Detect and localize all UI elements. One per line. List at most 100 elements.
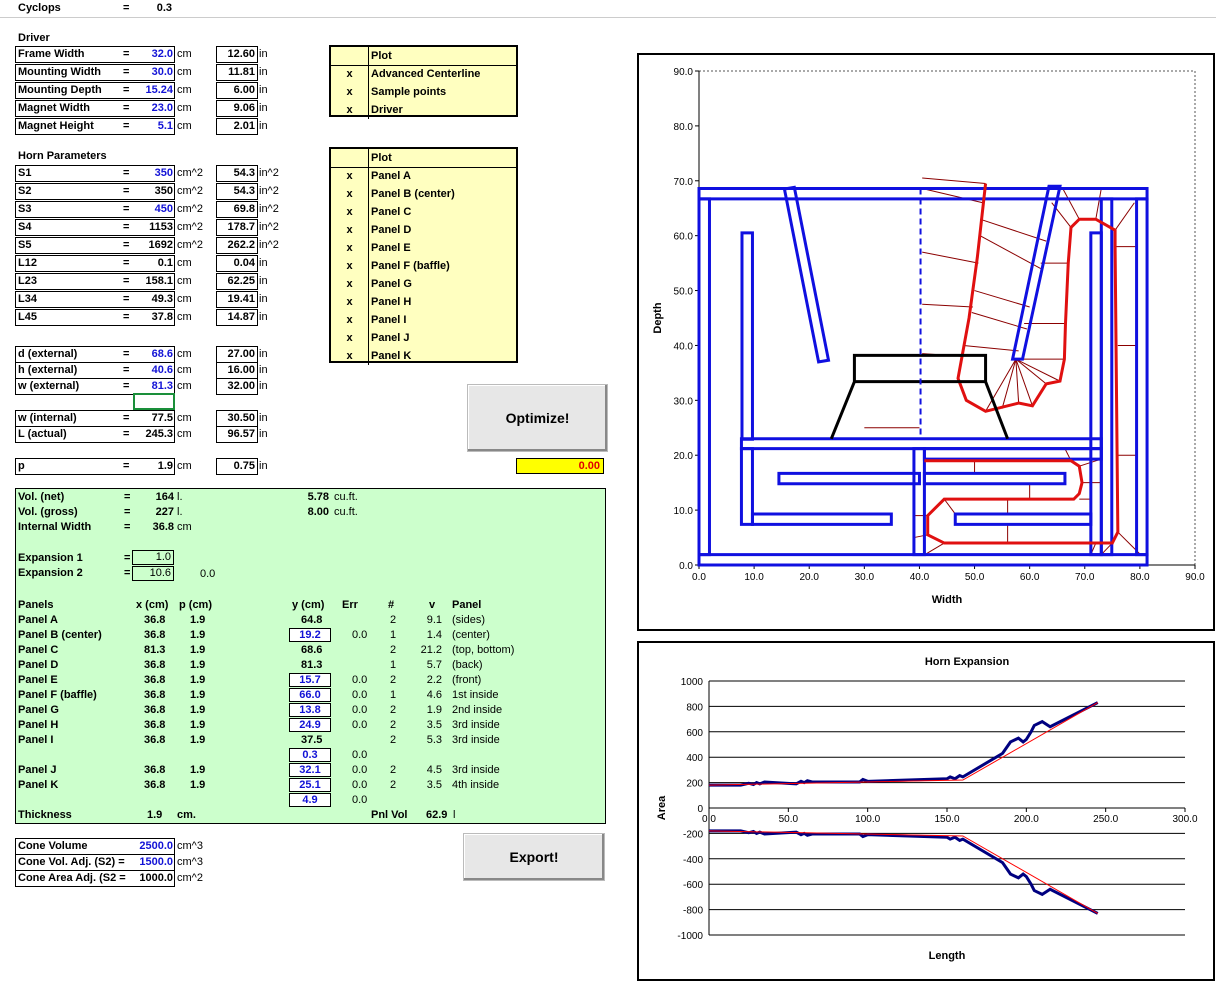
param-value-s1[interactable]: 350 bbox=[154, 167, 173, 179]
cone-value[interactable]: 1000.0 bbox=[139, 872, 173, 884]
param-eq: = bbox=[123, 412, 130, 424]
param-value-h-external[interactable]: 40.6 bbox=[151, 364, 173, 376]
panel-row-n: 1 bbox=[390, 659, 397, 671]
param-eq: = bbox=[123, 364, 130, 376]
panel-row-y-input[interactable]: 4.9 bbox=[289, 793, 331, 807]
plot-check[interactable]: x bbox=[331, 329, 369, 347]
pnlvol-label: Pnl Vol bbox=[371, 809, 408, 821]
cyclops-value[interactable]: 0.3 bbox=[156, 2, 172, 14]
panel-row-y-input[interactable]: 66.0 bbox=[289, 688, 331, 702]
panel-row-y-input[interactable]: 0.3 bbox=[289, 748, 331, 762]
panel-row-name: Panel K bbox=[18, 779, 59, 791]
param-in-value-p: 0.75 bbox=[216, 458, 258, 475]
param-value-magnet-width[interactable]: 23.0 bbox=[151, 102, 173, 114]
param-in-value-magnet-width: 9.06 bbox=[216, 100, 258, 117]
plot-check[interactable]: x bbox=[331, 257, 369, 275]
panel-row-x: 36.8 bbox=[144, 659, 166, 671]
y-tick-label: -800 bbox=[683, 906, 703, 917]
param-value-frame-width[interactable]: 32.0 bbox=[151, 48, 173, 60]
plot-check[interactable]: x bbox=[331, 239, 369, 257]
param-value-s2[interactable]: 350 bbox=[154, 185, 173, 197]
y-tick-label: 60.0 bbox=[674, 232, 694, 243]
param-value-s5[interactable]: 1692 bbox=[148, 239, 173, 251]
plot-check[interactable]: x bbox=[331, 203, 369, 221]
export-button[interactable]: Export! bbox=[463, 833, 605, 881]
y-axis-label: Area bbox=[656, 795, 668, 820]
vol-net-ft: 5.78 bbox=[307, 491, 329, 503]
param-in-unit: in bbox=[259, 412, 268, 424]
plot-check[interactable]: x bbox=[331, 293, 369, 311]
expansion1-label: Expansion 1 bbox=[18, 552, 83, 564]
param-value-w-internal[interactable]: 77.5 bbox=[151, 412, 173, 424]
y-tick-label: -200 bbox=[683, 829, 703, 840]
param-label-s3: S3 bbox=[15, 201, 175, 218]
param-value-d-external[interactable]: 68.6 bbox=[151, 348, 173, 360]
param-value-l34[interactable]: 49.3 bbox=[151, 293, 173, 305]
param-value-s3[interactable]: 450 bbox=[154, 203, 173, 215]
param-value-l-actual[interactable]: 245.3 bbox=[145, 428, 173, 440]
param-in-value-s5: 262.2 bbox=[216, 237, 258, 254]
param-value-s4[interactable]: 1153 bbox=[149, 221, 173, 233]
panel-row-y-input[interactable]: 32.1 bbox=[289, 763, 331, 777]
param-value-l23[interactable]: 158.1 bbox=[145, 275, 173, 287]
panel-row-y-input[interactable]: 19.2 bbox=[289, 628, 331, 642]
plot-check[interactable]: x bbox=[331, 101, 369, 119]
plot-check[interactable]: x bbox=[331, 311, 369, 329]
expansion1-input[interactable]: 1.0 bbox=[132, 550, 174, 565]
expansion2-input[interactable]: 10.6 bbox=[132, 566, 174, 581]
panel-row-y-input[interactable]: 15.7 bbox=[289, 673, 331, 687]
param-value-mounting-depth[interactable]: 15.24 bbox=[145, 84, 173, 96]
param-in-value-frame-width: 12.60 bbox=[216, 46, 258, 63]
panel-row-y-input[interactable]: 13.8 bbox=[289, 703, 331, 717]
panel-row-y-input[interactable]: 24.9 bbox=[289, 718, 331, 732]
selected-cell[interactable] bbox=[133, 393, 175, 410]
panel-shape bbox=[697, 553, 1149, 567]
param-label-p: p bbox=[15, 458, 175, 475]
param-in-unit: in bbox=[259, 364, 268, 376]
param-value-p[interactable]: 1.9 bbox=[157, 460, 173, 472]
plot-check[interactable]: x bbox=[331, 167, 369, 185]
param-value-l45[interactable]: 37.8 bbox=[151, 311, 173, 323]
param-value-mounting-width[interactable]: 30.0 bbox=[151, 66, 173, 78]
param-value-w-external[interactable]: 81.3 bbox=[151, 380, 173, 392]
sample-line bbox=[963, 344, 1019, 352]
panel-row-y-input[interactable]: 25.1 bbox=[289, 778, 331, 792]
expansion2-eq: = bbox=[124, 567, 131, 579]
panel-row-n: 2 bbox=[390, 704, 397, 716]
vol-gross-label: Vol. (gross) bbox=[18, 506, 78, 518]
param-in-value-l45: 14.87 bbox=[216, 309, 258, 326]
param-in-value-w-internal: 30.50 bbox=[216, 410, 258, 427]
x-tick-label: 200.0 bbox=[1014, 814, 1039, 825]
vol-gross-eq: = bbox=[124, 506, 131, 518]
plot-check[interactable]: x bbox=[331, 185, 369, 203]
optimize-button[interactable]: Optimize! bbox=[467, 384, 608, 452]
param-value-l12[interactable]: 0.1 bbox=[157, 257, 173, 269]
cone-value[interactable]: 1500.0 bbox=[139, 856, 173, 868]
plot-check[interactable]: x bbox=[331, 347, 369, 365]
cone-value[interactable]: 2500.0 bbox=[139, 840, 173, 852]
plot-check[interactable]: x bbox=[331, 83, 369, 101]
plot-check[interactable]: x bbox=[331, 65, 369, 83]
y-tick-label: 800 bbox=[686, 702, 703, 713]
plot-check[interactable]: x bbox=[331, 221, 369, 239]
param-in-unit: in^2 bbox=[259, 221, 279, 233]
param-value-magnet-height[interactable]: 5.1 bbox=[157, 120, 173, 132]
plot-check[interactable]: x bbox=[331, 275, 369, 293]
panel-row-name: Panel D bbox=[18, 659, 59, 671]
